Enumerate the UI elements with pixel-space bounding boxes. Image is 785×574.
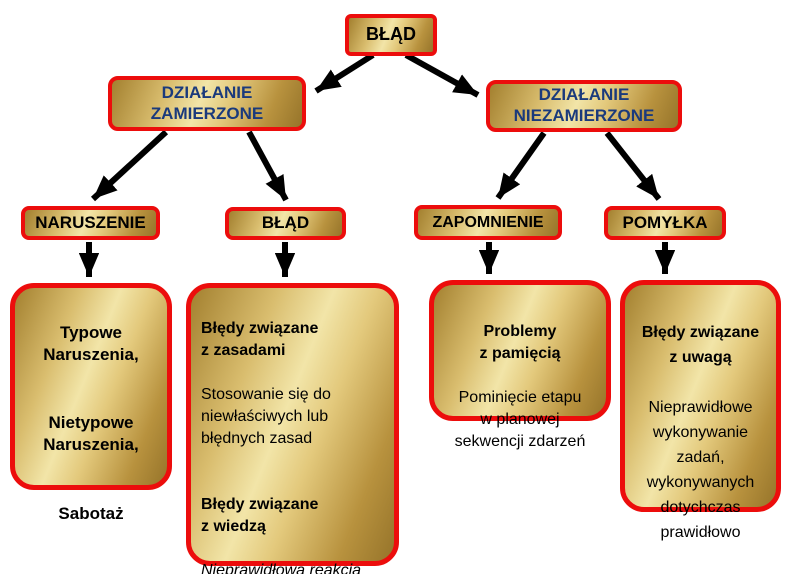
node-naruszenie: NARUSZENIE xyxy=(21,206,160,240)
detail-naruszenie: Typowe Naruszenia, Nietypowe Naruszenia,… xyxy=(10,283,172,523)
violation-item-typowe: Typowe Naruszenia, xyxy=(43,323,139,365)
slip-heading: Błędy związane z uwagą xyxy=(641,324,760,366)
error-heading-zasady: Błędy związane z zasadami xyxy=(201,320,319,359)
arrow-root-to-intended xyxy=(314,52,375,94)
node-blad: BŁĄD xyxy=(225,207,346,240)
error-heading-wiedza: Błędy związane z wiedzą xyxy=(201,496,319,535)
arrow-intended-to-error xyxy=(246,130,289,202)
lapse-body: Pominięcie etapu w planowej sekwencji zd… xyxy=(454,389,586,450)
error-body-zasady: Stosowanie się do niewłaściwych lub błęd… xyxy=(201,386,331,447)
node-zapomnienie: ZAPOMNIENIE xyxy=(414,205,562,240)
slip-body: Nieprawidłowe wykonywanie zadań, wykonyw… xyxy=(646,399,755,541)
error-note-wiedza: Nieprawidłowa reakcja na nową sytuację (… xyxy=(201,562,362,574)
node-dzialanie-zamierzone: DZIAŁANIE ZAMIERZONE xyxy=(108,76,306,131)
violation-item-nietypowe: Nietypowe Naruszenia, xyxy=(43,413,139,455)
arrow-root-to-unintended xyxy=(404,52,480,98)
detail-pomylka: Błędy związane z uwagą Nieprawidłowe wyk… xyxy=(620,280,781,541)
detail-zapomnienie: Problemy z pamięcią Pominięcie etapu w p… xyxy=(429,280,611,450)
node-dzialanie-niezamierzone: DZIAŁANIE NIEZAMIERZONE xyxy=(486,80,682,132)
node-blad-root: BŁĄD xyxy=(345,14,437,56)
node-pomylka: POMYŁKA xyxy=(604,206,726,240)
detail-blad: Błędy związane z zasadami Stosowanie się… xyxy=(186,283,399,574)
arrow-unintended-to-slip xyxy=(604,131,662,201)
arrow-intended-to-violation xyxy=(90,129,169,202)
arrow-unintended-to-lapse xyxy=(495,131,547,200)
violation-item-sabotaz: Sabotaż xyxy=(58,503,124,523)
lapse-heading: Problemy z pamięcią xyxy=(479,323,561,362)
